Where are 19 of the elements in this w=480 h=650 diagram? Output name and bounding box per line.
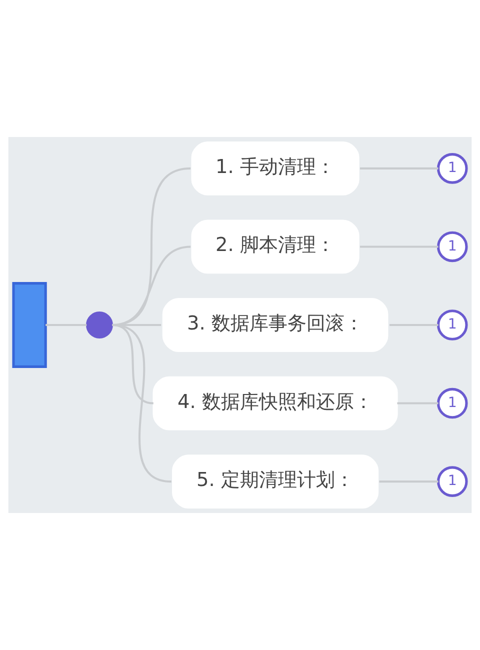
- connector: [360, 246, 438, 248]
- node-box: [12, 282, 47, 368]
- node-circle: [86, 312, 113, 338]
- connector: [390, 324, 438, 326]
- node-box: 2. 脚本清理：: [191, 220, 360, 274]
- node-circle: 1: [436, 231, 468, 262]
- node-box: 1. 手动清理：: [191, 142, 360, 196]
- connector: [360, 167, 438, 170]
- node-box: 3. 数据库事务回滚：: [162, 298, 388, 352]
- node-circle: 1: [436, 388, 468, 419]
- node-circle: 1: [436, 466, 468, 497]
- node-circle: 1: [436, 153, 468, 184]
- connector: [112, 324, 172, 483]
- node-box: 5. 定期清理计划：: [172, 454, 379, 508]
- node-circle: 1: [436, 310, 468, 340]
- connector: [379, 480, 438, 483]
- node-box: 4. 数据库快照和还原：: [152, 376, 398, 430]
- connector: [46, 324, 87, 326]
- connector: [397, 402, 438, 404]
